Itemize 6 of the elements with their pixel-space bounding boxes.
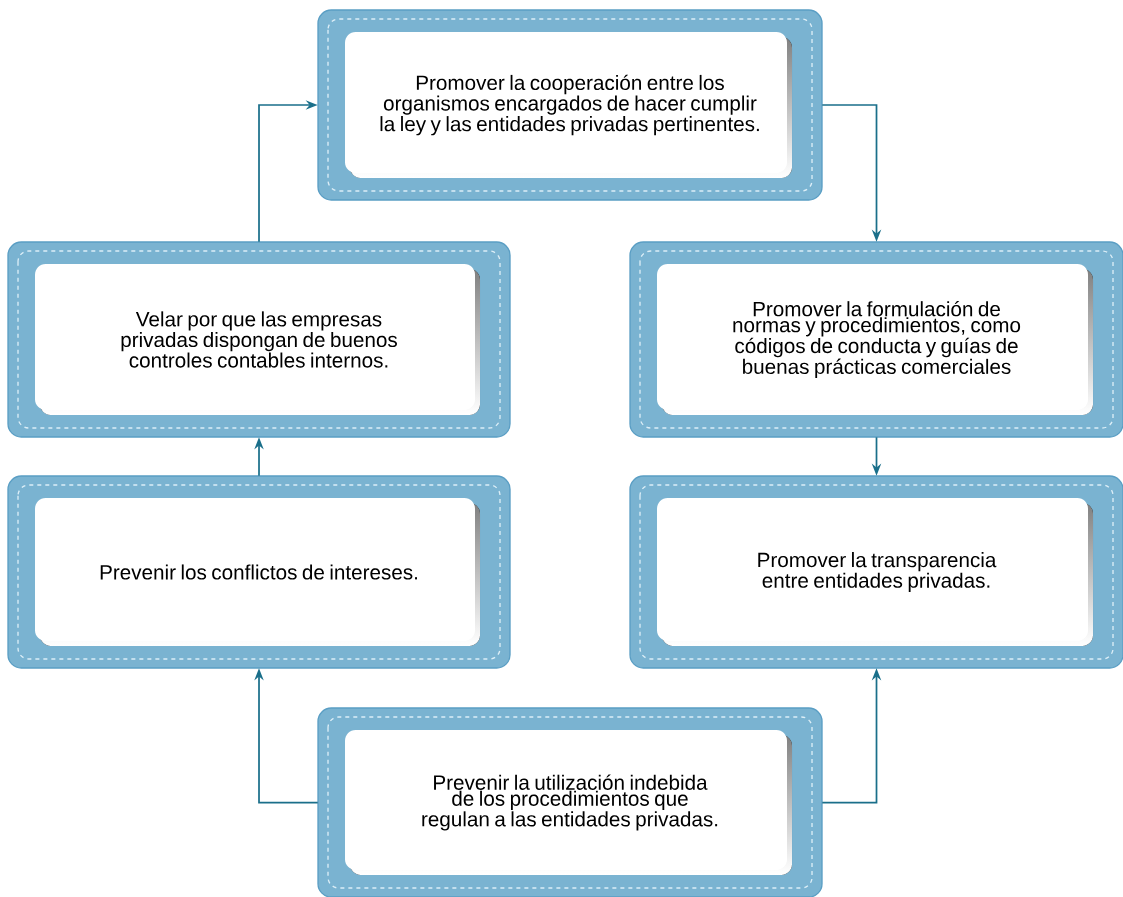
process-box: Prevenir la utilización indebida de los procedimientos que regulan a las entidades privadas.	[317, 707, 823, 897]
process-box: Prevenir los conflictos de intereses.	[7, 475, 511, 669]
process-box: Promover la cooperación entre los organismos encargados de hacer cumplir la ley y las entidades privadas pertinentes.	[317, 9, 823, 201]
process-box: Promover la transparencia entre entidades privadas.	[629, 475, 1123, 669]
process-box: Velar por que las empresas privadas dispongan de buenos controles contables internos.	[7, 241, 511, 438]
process-box: Promover la formulación de normas y procedimientos, como códigos de conducta y guías de buenas prácticas comerciales	[629, 241, 1123, 438]
